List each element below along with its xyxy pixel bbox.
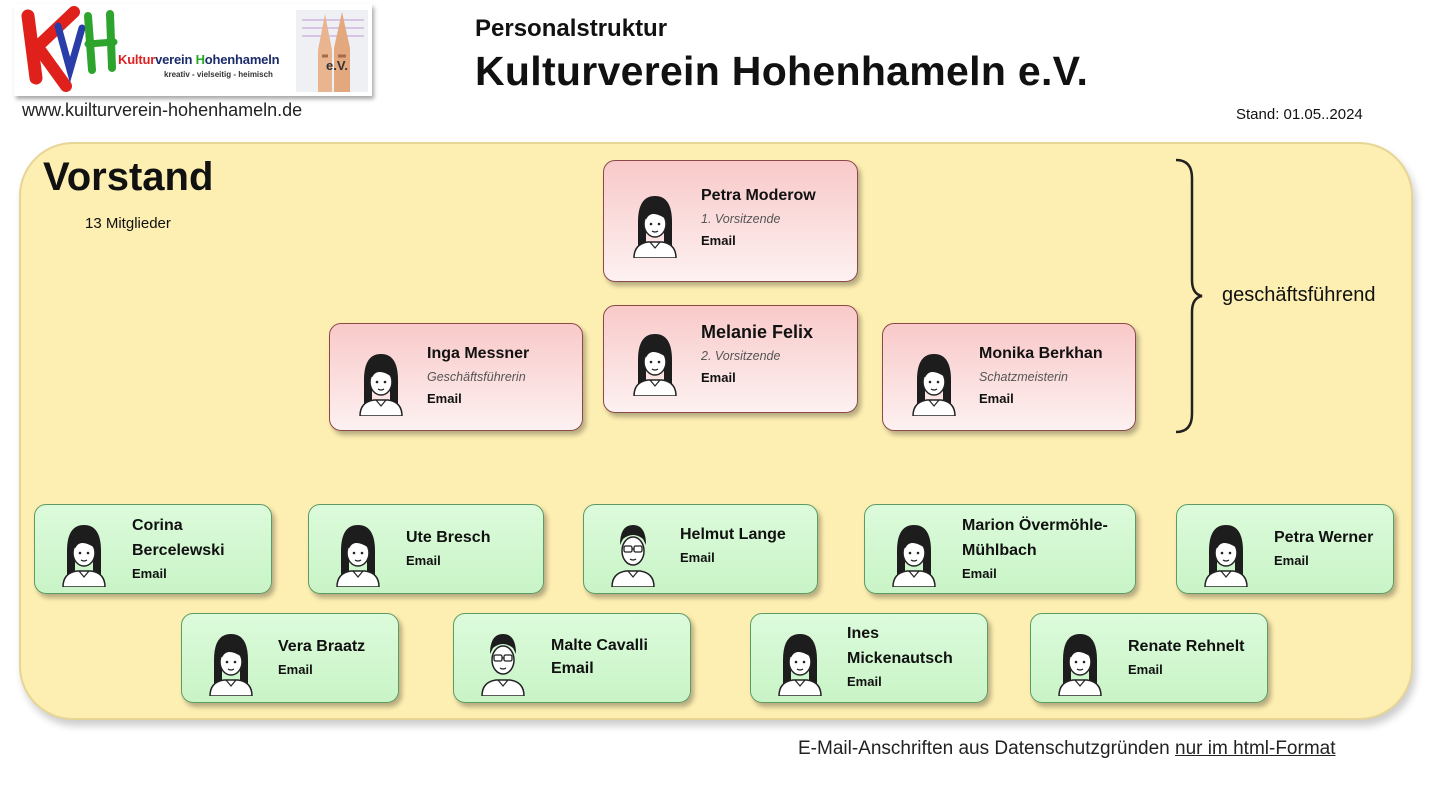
person-name: Helmut Lange (680, 526, 786, 543)
person-role: 1. Vorsitzende (701, 212, 781, 226)
email-link[interactable]: Email (701, 370, 736, 385)
person-name: Malte Cavalli (551, 637, 648, 654)
person-card-member: Marion Övermöhle- Mühlbach Email (864, 504, 1136, 594)
female-avatar-icon (336, 525, 380, 587)
email-link[interactable]: Email (701, 233, 736, 248)
person-name: Mickenautsch (847, 650, 953, 667)
person-card-member: Corina Bercelewski Email (34, 504, 272, 594)
email-link[interactable]: Email (132, 566, 167, 581)
person-name: Ute Bresch (406, 529, 491, 546)
email-link[interactable]: Email (847, 674, 882, 689)
email-link[interactable]: Email (1128, 662, 1163, 677)
person-name: Corina (132, 517, 183, 534)
church-towers-icon (296, 10, 368, 92)
email-link[interactable]: Email (680, 550, 715, 565)
logo-club-name: Kulturverein Hohenhameln (118, 52, 280, 67)
logo-tagline: kreativ - vielseitig - heimisch (164, 70, 273, 79)
person-name: Vera Braatz (278, 638, 366, 655)
female-avatar-icon (633, 196, 677, 258)
person-card-member: Petra Werner Email (1176, 504, 1394, 594)
person-name: Mühlbach (962, 542, 1037, 559)
female-avatar-icon (778, 634, 822, 696)
person-card-executive: Melanie Felix 2. Vorsitzende Email (603, 305, 858, 413)
person-name: Inga Messner (427, 345, 530, 362)
female-avatar-icon (1204, 525, 1248, 587)
male-avatar-icon (481, 634, 525, 696)
page-title: Kulturverein Hohenhameln e.V. (475, 48, 1089, 94)
logo-mark-icon (21, 6, 118, 92)
female-avatar-icon (912, 354, 956, 416)
email-link[interactable]: Email (962, 566, 997, 581)
privacy-note: E-Mail-Anschriften aus Datenschutzgründe… (798, 738, 1336, 759)
email-link[interactable]: Email (1274, 553, 1309, 568)
female-avatar-icon (62, 525, 106, 587)
person-role: 2. Vorsitzende (701, 349, 781, 363)
person-name: Monika Berkhan (979, 345, 1103, 362)
female-avatar-icon (892, 525, 936, 587)
member-count: 13 Mitglieder (85, 215, 171, 232)
email-link[interactable]: Email (427, 391, 462, 406)
logo-suffix: e.V. (326, 58, 348, 73)
curly-brace-icon (1175, 158, 1203, 434)
email-link[interactable]: Email (406, 553, 441, 568)
executive-label: geschäftsführend (1222, 284, 1376, 306)
female-avatar-icon (359, 354, 403, 416)
person-name: Petra Werner (1274, 529, 1374, 546)
email-link[interactable]: Email (278, 662, 313, 677)
page-subtitle: Personalstruktur (475, 15, 668, 42)
html-format-link[interactable]: nur im html-Format (1175, 738, 1336, 759)
person-name: Renate Rehnelt (1128, 638, 1245, 655)
person-card-executive: Monika Berkhan Schatzmeisterin Email (882, 323, 1136, 431)
person-name: Marion Övermöhle- (962, 517, 1108, 534)
person-card-executive: Petra Moderow 1. Vorsitzende Email (603, 160, 858, 282)
male-avatar-icon (611, 525, 655, 587)
person-card-member: Ute Bresch Email (308, 504, 544, 594)
person-card-member: Vera Braatz Email (181, 613, 399, 703)
person-card-executive: Inga Messner Geschäftsführerin Email (329, 323, 583, 431)
person-role: Geschäftsführerin (427, 370, 526, 384)
person-card-member: Ines Mickenautsch Email (750, 613, 988, 703)
club-logo: Kulturverein Hohenhameln kreativ - viels… (14, 4, 372, 96)
email-link[interactable]: Email (979, 391, 1014, 406)
person-role: Schatzmeisterin (979, 370, 1068, 384)
status-date: Stand: 01.05..2024 (1236, 106, 1363, 123)
person-card-member: Helmut Lange Email (583, 504, 818, 594)
female-avatar-icon (209, 634, 253, 696)
person-name: Melanie Felix (701, 322, 814, 342)
person-name: Bercelewski (132, 542, 225, 559)
person-name: Ines (847, 625, 880, 642)
female-avatar-icon (633, 334, 677, 396)
website-url: www.kuilturverein-hohenhameln.de (22, 100, 303, 120)
person-card-member: Malte Cavalli Email (453, 613, 691, 703)
female-avatar-icon (1058, 634, 1102, 696)
board-title: Vorstand (43, 155, 214, 199)
person-name: Petra Moderow (701, 187, 816, 204)
email-link[interactable]: Email (551, 660, 594, 677)
person-card-member: Renate Rehnelt Email (1030, 613, 1268, 703)
